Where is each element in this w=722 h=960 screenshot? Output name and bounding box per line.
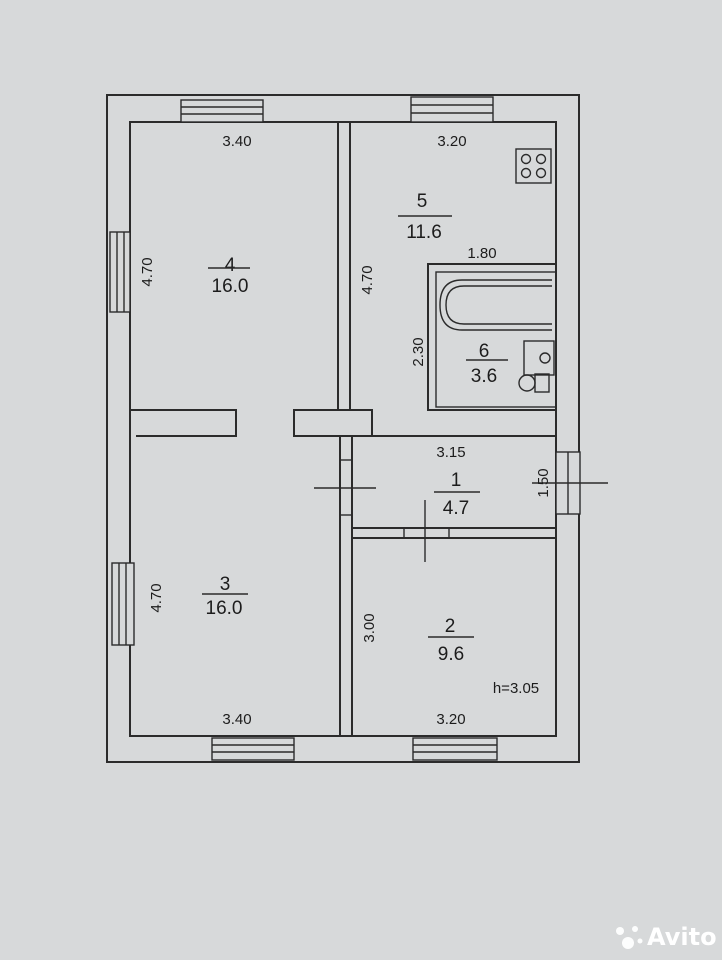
- window-top-right: [410, 96, 494, 123]
- inner-outline: [129, 121, 557, 737]
- bathtub-icon: [439, 279, 552, 331]
- room3-number: 3: [220, 574, 231, 595]
- stove-icon: [515, 148, 552, 184]
- avito-logo-icon: [616, 926, 643, 949]
- dim-room2-length: 3.00: [361, 613, 378, 642]
- outer-wall: [106, 94, 580, 763]
- dim-room6-length: 2.30: [410, 337, 427, 366]
- avito-watermark: Avito: [647, 923, 717, 951]
- dim-room1-length: 1.50: [535, 468, 552, 497]
- ceiling-height: h=3.05: [493, 680, 539, 697]
- dim-room1-width: 3.15: [436, 444, 465, 461]
- toilet-icon: [518, 373, 550, 393]
- room6-area: 3.6: [471, 366, 497, 387]
- room3-area: 16.0: [206, 598, 243, 619]
- room1-number: 1: [451, 470, 462, 491]
- bathroom-wall-inner: [435, 271, 557, 408]
- window-bottom-right: [412, 737, 498, 761]
- window-bottom-left: [211, 737, 295, 761]
- partition-left: [130, 409, 237, 437]
- dim-room5-width: 3.20: [437, 133, 466, 150]
- dim-room3-width: 3.40: [222, 711, 251, 728]
- sink-icon: [523, 340, 555, 376]
- dim-room4-length: 4.70: [139, 257, 156, 286]
- dim-room5-length: 4.70: [359, 265, 376, 294]
- partition-center: [293, 409, 373, 437]
- window-top-left: [180, 99, 264, 123]
- room5-area: 11.6: [406, 222, 442, 243]
- dim-room3-length: 4.70: [148, 583, 165, 612]
- dim-room6-width: 1.80: [467, 245, 496, 262]
- window-left-lower: [111, 562, 135, 646]
- room2-area: 9.6: [438, 644, 464, 665]
- dim-room2-width: 3.20: [436, 711, 465, 728]
- room2-number: 2: [445, 616, 456, 637]
- room6-number: 6: [479, 341, 490, 362]
- room4-number: 4: [225, 255, 236, 276]
- room1-area: 4.7: [443, 498, 469, 519]
- room4-area: 16.0: [212, 276, 249, 297]
- room5-number: 5: [417, 191, 428, 212]
- dim-room4-width: 3.40: [222, 133, 251, 150]
- window-left-upper: [109, 231, 131, 313]
